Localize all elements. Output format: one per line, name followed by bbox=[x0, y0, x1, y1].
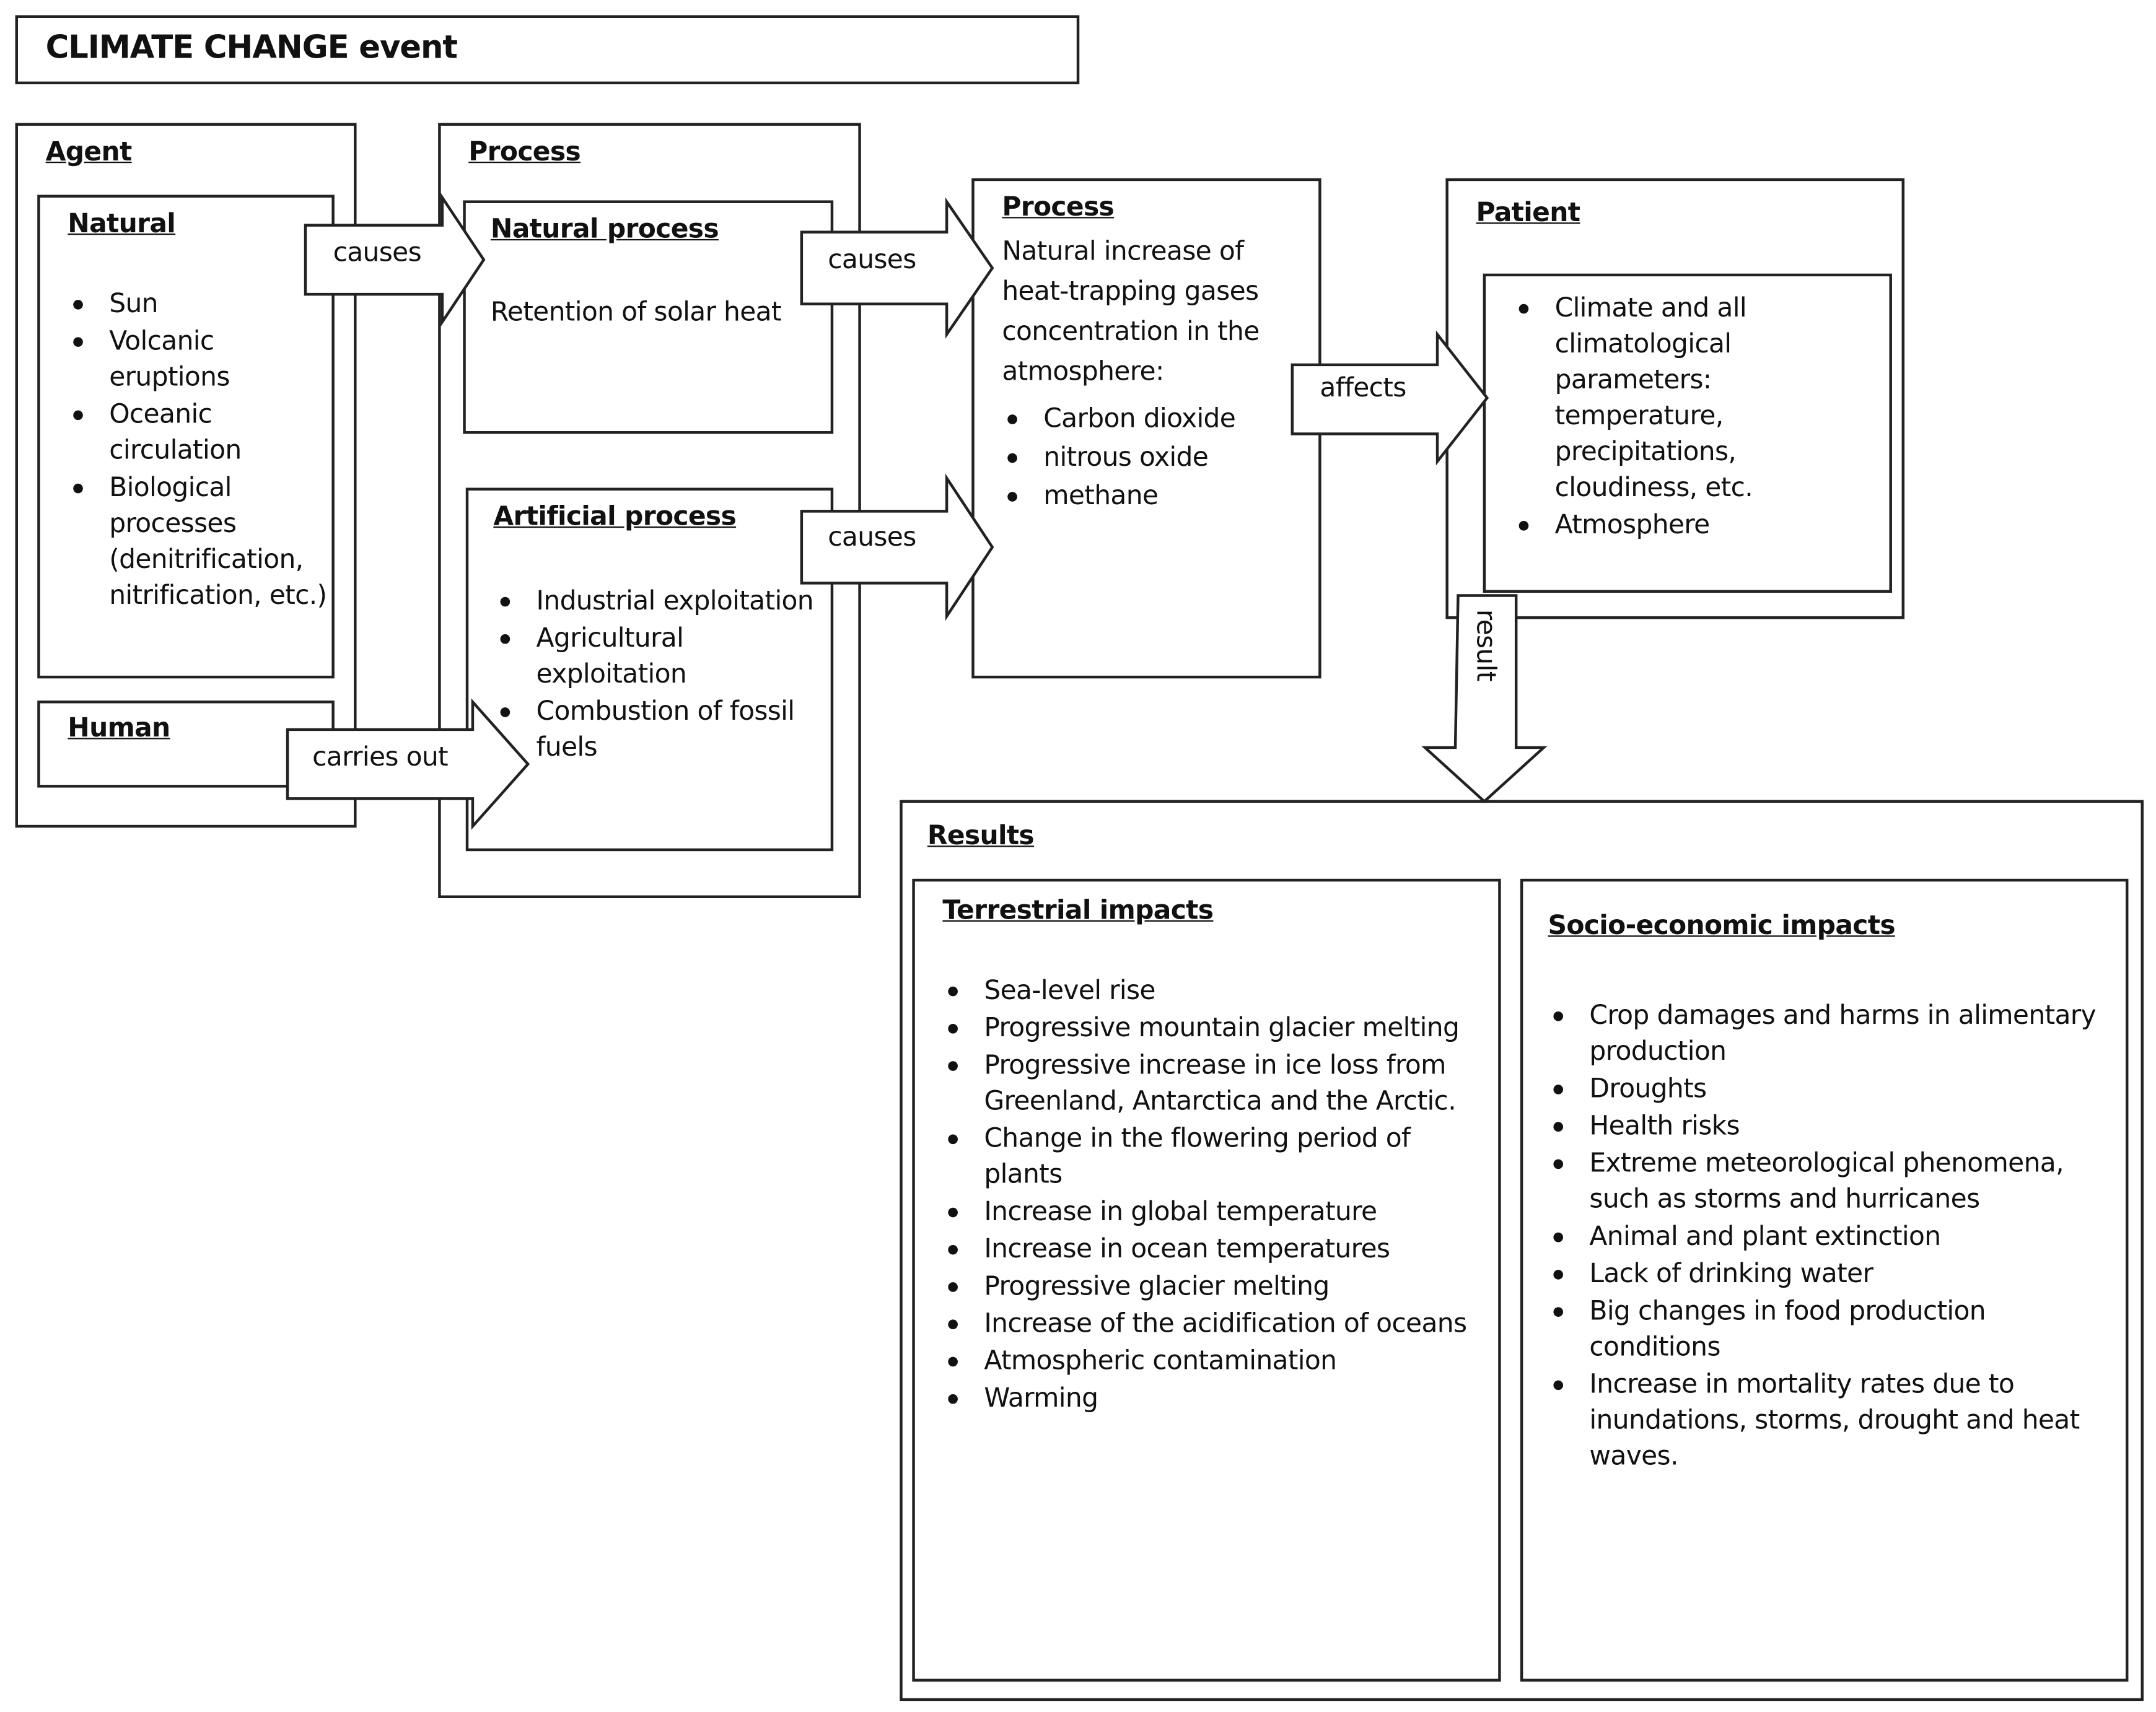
socio-economic-impacts-box bbox=[1520, 878, 2129, 1682]
natural-agent-header: Natural bbox=[68, 208, 176, 239]
natural-process-text: Retention of solar heat bbox=[490, 297, 782, 328]
causes-label-natural: causes bbox=[333, 237, 422, 268]
causes-arrow-upper bbox=[800, 197, 994, 339]
patient-header: Patient bbox=[1476, 198, 1580, 229]
gases-list: Carbon dioxide nitrous oxide methane bbox=[999, 401, 1310, 517]
list-item: Sun bbox=[65, 286, 328, 322]
terrestrial-impacts-list: Sea-level rise Progressive mountain glac… bbox=[940, 972, 1492, 1417]
list-item: nitrous oxide bbox=[999, 439, 1310, 476]
list-item: Lack of drinking water bbox=[1545, 1256, 2112, 1292]
list-item: Increase in ocean temperatures bbox=[940, 1231, 1492, 1267]
carries-out-label: carries out bbox=[312, 741, 449, 773]
list-item: Extreme meteorological phenomena, such a… bbox=[1545, 1145, 2112, 1217]
list-item: Progressive mountain glacier melting bbox=[940, 1010, 1492, 1046]
socio-economic-impacts-header: Socio-economic impacts bbox=[1548, 911, 1895, 941]
natural-process-box bbox=[463, 200, 834, 434]
list-item: Volcanic eruptions bbox=[65, 323, 328, 395]
carries-out-arrow bbox=[286, 698, 530, 830]
process-text: Natural increase of heat-trapping gases … bbox=[1002, 236, 1260, 387]
causes-arrow-natural bbox=[304, 193, 486, 327]
list-item: Big changes in food production condition… bbox=[1545, 1293, 2112, 1365]
causes-label-lower: causes bbox=[828, 522, 916, 553]
list-item: Atmosphere bbox=[1510, 507, 1881, 543]
list-item: Oceanic circulation bbox=[65, 396, 328, 468]
list-item: Crop damages and harms in alimentary pro… bbox=[1545, 998, 2112, 1070]
list-item: Sea-level rise bbox=[940, 972, 1492, 1008]
list-item: Carbon dioxide bbox=[999, 401, 1310, 438]
patient-list: Climate and all climatological parameter… bbox=[1510, 290, 1881, 544]
list-item: Increase of the acidification of oceans bbox=[940, 1306, 1492, 1342]
artificial-process-header: Artificial process bbox=[493, 501, 737, 532]
process-header: Process bbox=[1002, 192, 1115, 223]
list-item: Change in the flowering period of plants bbox=[940, 1120, 1492, 1192]
list-item: Biological processes (denitrification, n… bbox=[65, 469, 328, 613]
list-item: Droughts bbox=[1545, 1071, 2112, 1107]
diagram-title: CLIMATE CHANGE event bbox=[45, 30, 458, 67]
result-label: result bbox=[1470, 609, 1501, 681]
natural-agent-list: Sun Volcanic eruptions Oceanic circulati… bbox=[65, 286, 328, 615]
list-item: Warming bbox=[940, 1381, 1492, 1417]
process-box bbox=[971, 178, 1321, 679]
natural-process-header: Natural process bbox=[490, 214, 719, 245]
list-item: Climate and all climatological parameter… bbox=[1510, 290, 1881, 505]
list-item: Combustion of fossil fuels bbox=[492, 694, 829, 766]
affects-arrow bbox=[1291, 330, 1489, 466]
list-item: Health risks bbox=[1545, 1108, 2112, 1144]
agent-header: Agent bbox=[45, 136, 133, 167]
patient-inner-box bbox=[1483, 273, 1892, 593]
terrestrial-impacts-box bbox=[912, 878, 1501, 1682]
result-arrow bbox=[1421, 594, 1548, 803]
title-box: CLIMATE CHANGE event bbox=[15, 15, 1080, 85]
list-item: Progressive glacier melting bbox=[940, 1269, 1492, 1304]
list-item: Increase in mortality rates due to inund… bbox=[1545, 1366, 2112, 1474]
causes-arrow-lower bbox=[800, 473, 994, 621]
natural-agent-box bbox=[37, 194, 335, 679]
affects-label: affects bbox=[1320, 373, 1406, 404]
artificial-process-box bbox=[465, 487, 834, 852]
list-item: Agricultural exploitation bbox=[492, 621, 829, 692]
list-item: Increase in global temperature bbox=[940, 1194, 1492, 1229]
terrestrial-impacts-header: Terrestrial impacts bbox=[942, 895, 1214, 926]
human-agent-header: Human bbox=[68, 713, 170, 744]
socio-economic-impacts-list: Crop damages and harms in alimentary pro… bbox=[1545, 998, 2112, 1476]
list-item: methane bbox=[999, 478, 1310, 515]
results-header: Results bbox=[927, 821, 1035, 852]
list-item: Atmospheric contamination bbox=[940, 1343, 1492, 1379]
causes-label-upper: causes bbox=[828, 244, 916, 275]
list-item: Industrial exploitation bbox=[492, 583, 829, 619]
process-group-header: Process bbox=[468, 136, 581, 167]
human-agent-box bbox=[37, 701, 335, 788]
artificial-process-list: Industrial exploitation Agricultural exp… bbox=[492, 583, 829, 767]
list-item: Progressive increase in ice loss from Gr… bbox=[940, 1047, 1492, 1119]
list-item: Animal and plant extinction bbox=[1545, 1219, 2112, 1255]
